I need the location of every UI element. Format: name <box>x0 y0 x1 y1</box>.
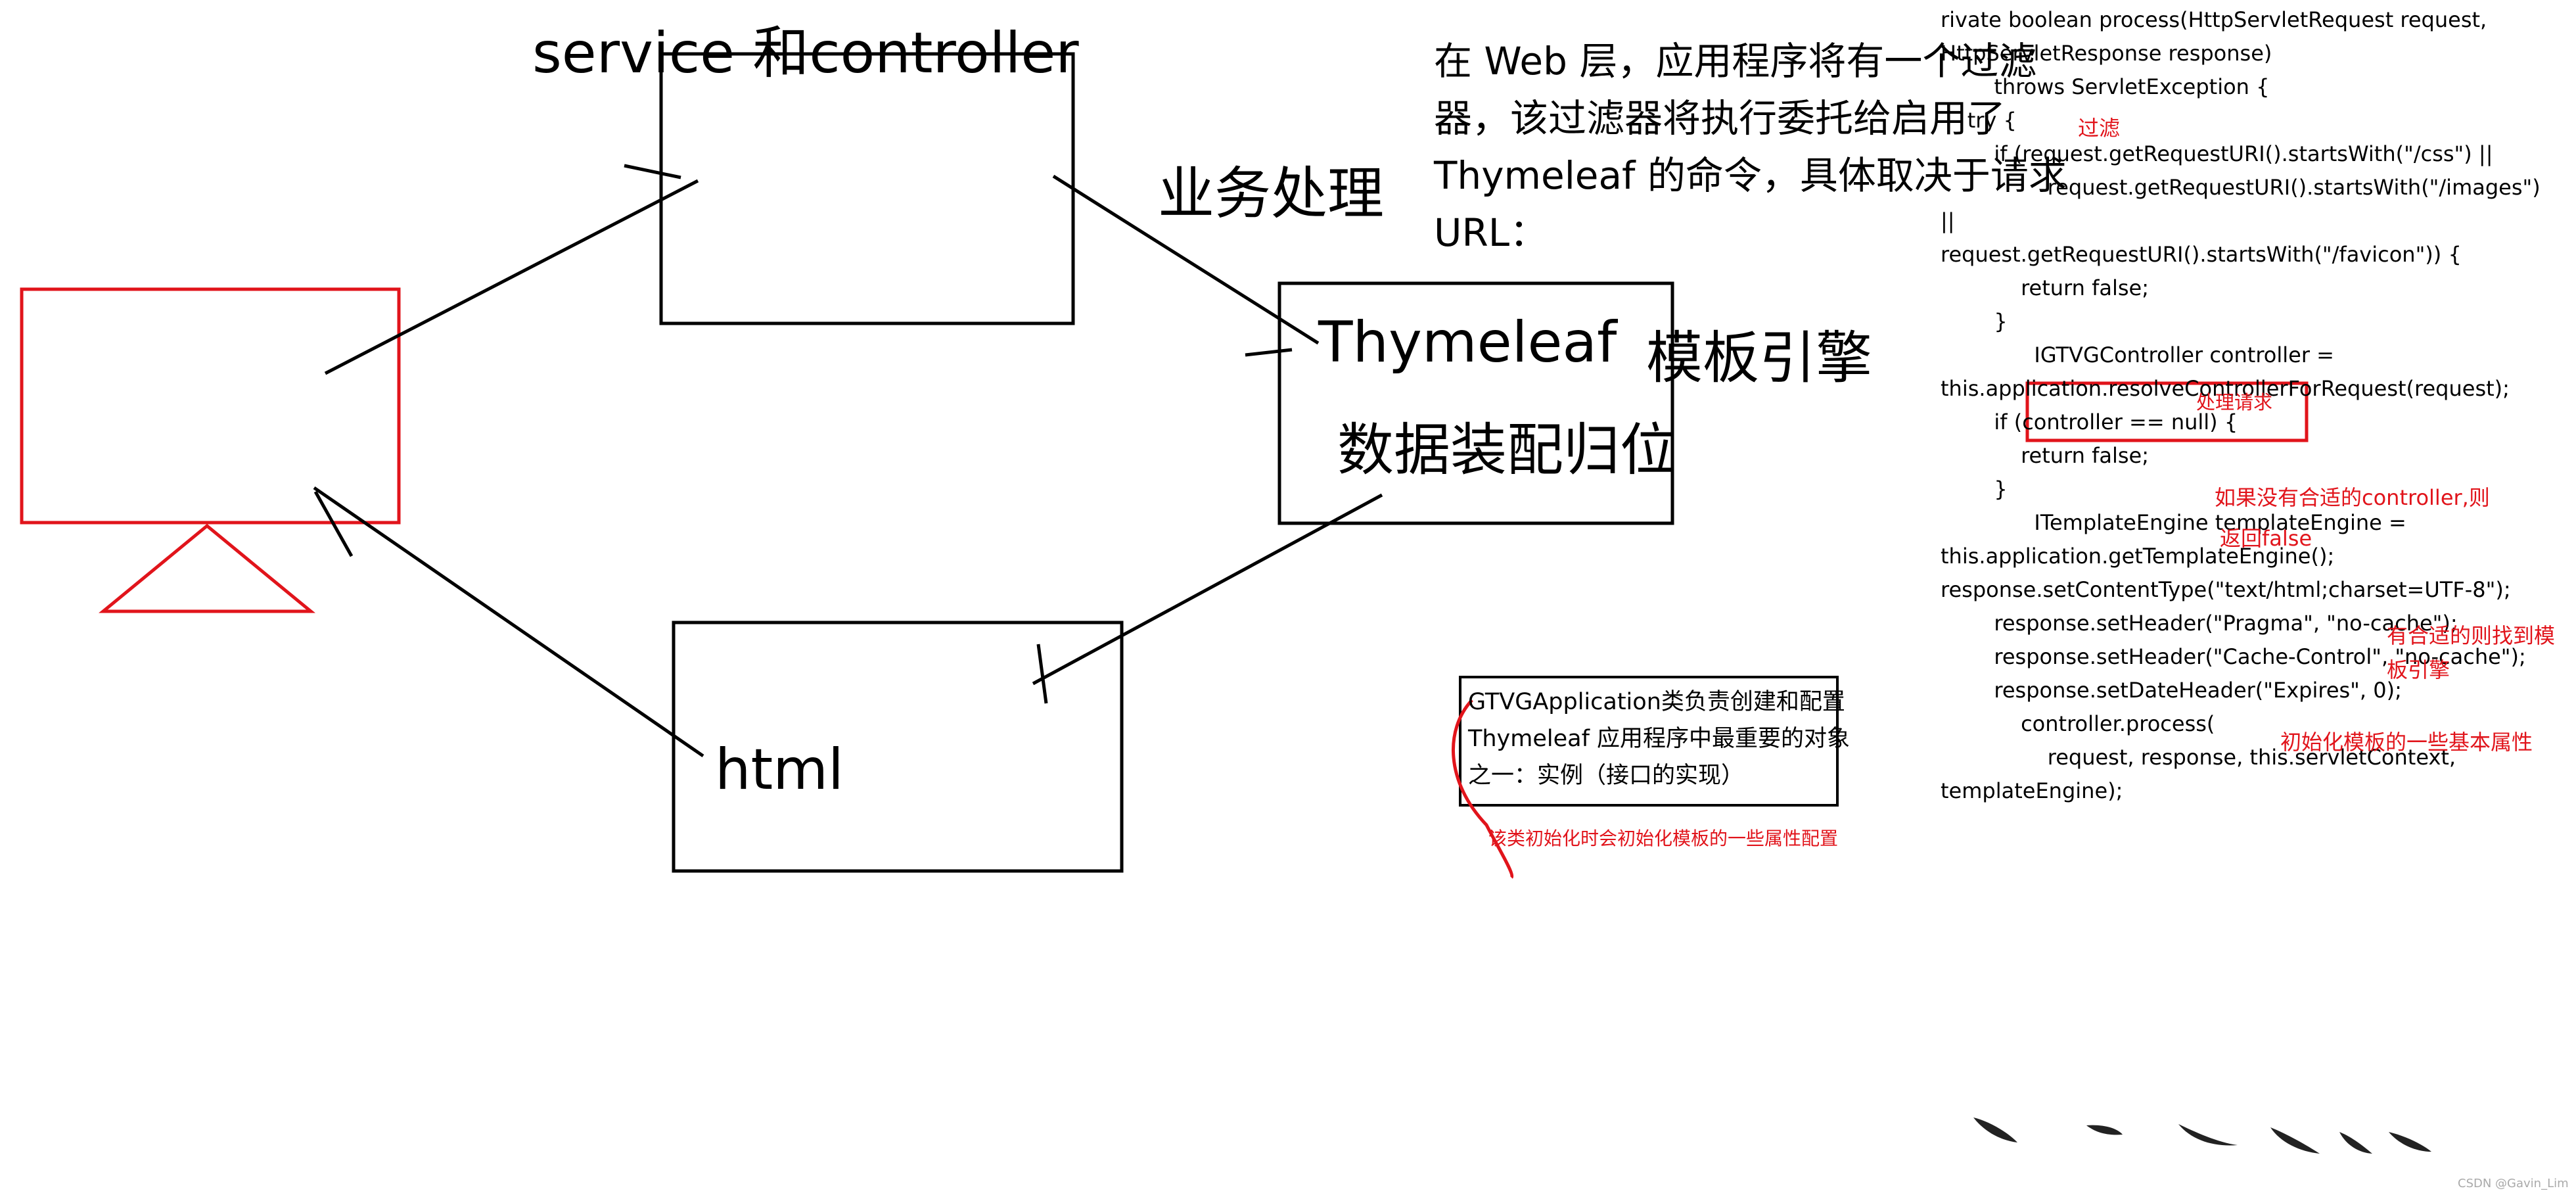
annotation-handle-request: 处理请求 <box>2196 391 2273 413</box>
code-line: response.setContentType("text/html;chars… <box>1941 577 2511 602</box>
application-note: 该类初始化时会初始化模板的一些属性配置 <box>1488 828 1839 849</box>
code-line: response.setHeader("Cache-Control", "no-… <box>1941 644 2526 669</box>
annotation-init-props: 初始化模板的一些基本属性 <box>2280 730 2533 755</box>
code-line: request.getRequestURI().startsWith("/fav… <box>1941 242 2462 267</box>
code-line: || <box>1941 208 1955 233</box>
monitor-stand <box>99 523 315 613</box>
code-line: rivate boolean process(HttpServletReques… <box>1941 7 2487 32</box>
brush-strokes <box>1973 1117 2431 1154</box>
description-text: 在 Web 层，应用程序将有一个过滤 器，该过滤器将执行委托给启用了 Thyme… <box>1434 33 2067 262</box>
bracket-stroke <box>1451 699 1514 879</box>
code-line: return false; <box>1941 275 2149 300</box>
description-line: Thymeleaf 的命令，具体取决于请求 <box>1434 153 2067 198</box>
application-line: GTVGApplication类负责创建和配置 <box>1468 689 1845 715</box>
monitor-screen <box>20 287 401 525</box>
annotation-no-controller: 如果没有合适的controller,则 <box>2215 485 2490 510</box>
service-controller-box <box>659 52 1075 325</box>
handle-request-highlight <box>2025 381 2309 442</box>
arrow-service-to-thymeleaf <box>1052 174 1320 357</box>
template-engine-label: 模板引擎 <box>1646 325 1872 391</box>
annotation-no-controller: 返回false <box>2220 526 2312 551</box>
code-line: } <box>1941 309 2008 334</box>
business-processing-label: 业务处理 <box>1158 161 1384 227</box>
code-line: return false; <box>1941 443 2149 468</box>
code-line: ITemplateEngine templateEngine = <box>1941 510 2406 535</box>
code-line: response.setDateHeader("Expires", 0); <box>1941 678 2402 703</box>
description-line: 器，该过滤器将执行委托给启用了 <box>1434 96 2006 141</box>
code-line: if (request.getRequestURI().startsWith("… <box>1941 141 2493 166</box>
arrow-monitor-to-service <box>324 164 699 375</box>
code-line: IGTVGController controller = <box>1941 342 2334 367</box>
description-line: 在 Web 层，应用程序将有一个过滤 <box>1434 39 2037 83</box>
code-block: rivate boolean process(HttpServletReques… <box>1941 3 2541 808</box>
code-line: throws ServletException { <box>1941 74 2270 99</box>
application-box <box>1459 676 1839 807</box>
thymeleaf-box <box>1277 281 1674 525</box>
html-label: html <box>715 737 844 803</box>
code-line: this.application.getTemplateEngine(); <box>1941 544 2335 569</box>
application-line: 之一：实例（接口的实现） <box>1468 763 1745 789</box>
code-line: request, response, this.servletContext, <box>1941 745 2456 770</box>
code-line: } <box>1941 477 2008 502</box>
application-box-text: GTVGApplication类负责创建和配置 Thymeleaf 应用程序中最… <box>1468 684 1850 794</box>
annotation-found-engine: 有合适的则找到模 <box>2387 623 2556 648</box>
code-line: controller.process( <box>1941 711 2215 736</box>
code-line: HttpServletResponse response) <box>1941 41 2272 66</box>
service-controller-label: service 和controller <box>532 20 1079 86</box>
annotation-found-engine: 板引擎 <box>2387 657 2450 682</box>
code-line: try { <box>1941 108 2017 133</box>
application-line: Thymeleaf 应用程序中最重要的对象 <box>1468 726 1851 752</box>
code-line: templateEngine); <box>1941 778 2123 803</box>
code-line: if (controller == null) { <box>1941 410 2238 435</box>
arrow-html-to-monitor <box>313 486 704 758</box>
description-line: URL： <box>1434 210 1548 255</box>
code-line: request.getRequestURI().startsWith("/ima… <box>1941 175 2541 200</box>
code-line: this.application.resolveControllerForReq… <box>1941 376 2510 401</box>
watermark: CSDN @Gavin_Lim <box>2458 1177 2569 1190</box>
code-line: response.setHeader("Pragma", "no-cache")… <box>1941 611 2458 636</box>
data-assembly-label: 数据装配归位 <box>1337 417 1676 483</box>
arrow-thymeleaf-to-html <box>1032 493 1383 704</box>
annotation-filter: 过滤 <box>2078 116 2121 141</box>
html-box <box>672 621 1124 873</box>
thymeleaf-label: Thymeleaf <box>1318 310 1617 375</box>
